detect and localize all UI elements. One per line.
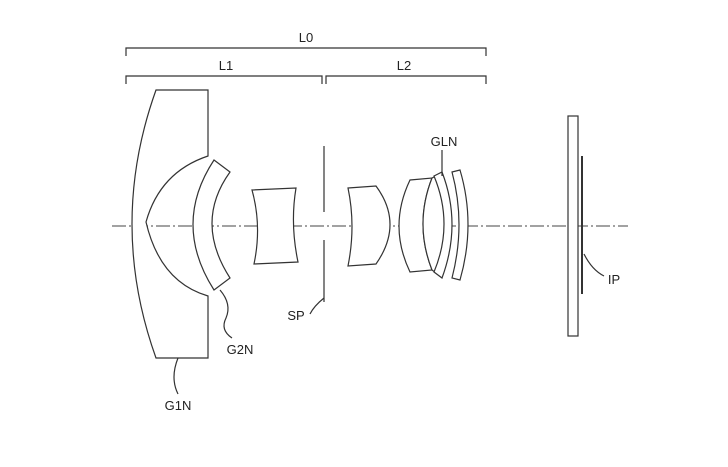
- leader-sp: [309, 297, 325, 315]
- label-sp: SP: [287, 308, 304, 323]
- lens-g2n: [192, 159, 231, 291]
- leader-g2n: [219, 289, 233, 339]
- bracket-l2: [325, 75, 487, 84]
- lens-element-3: [251, 187, 299, 265]
- lens-g1n: [131, 89, 209, 359]
- label-l0: L0: [299, 30, 313, 45]
- label-g2n: G2N: [227, 342, 254, 357]
- label-gln: GLN: [431, 134, 458, 149]
- lens-element-6b: [433, 171, 453, 279]
- label-l2: L2: [397, 58, 411, 73]
- cover-glass: [567, 115, 579, 337]
- lens-gln: [451, 169, 469, 281]
- label-g1n: G1N: [165, 398, 192, 413]
- leader-ip: [583, 253, 605, 277]
- lens-element-4: [347, 185, 391, 267]
- label-ip: IP: [608, 272, 620, 287]
- bracket-l0: [125, 47, 487, 56]
- label-l1: L1: [219, 58, 233, 73]
- leader-g1n: [173, 357, 179, 395]
- bracket-l1: [125, 75, 323, 84]
